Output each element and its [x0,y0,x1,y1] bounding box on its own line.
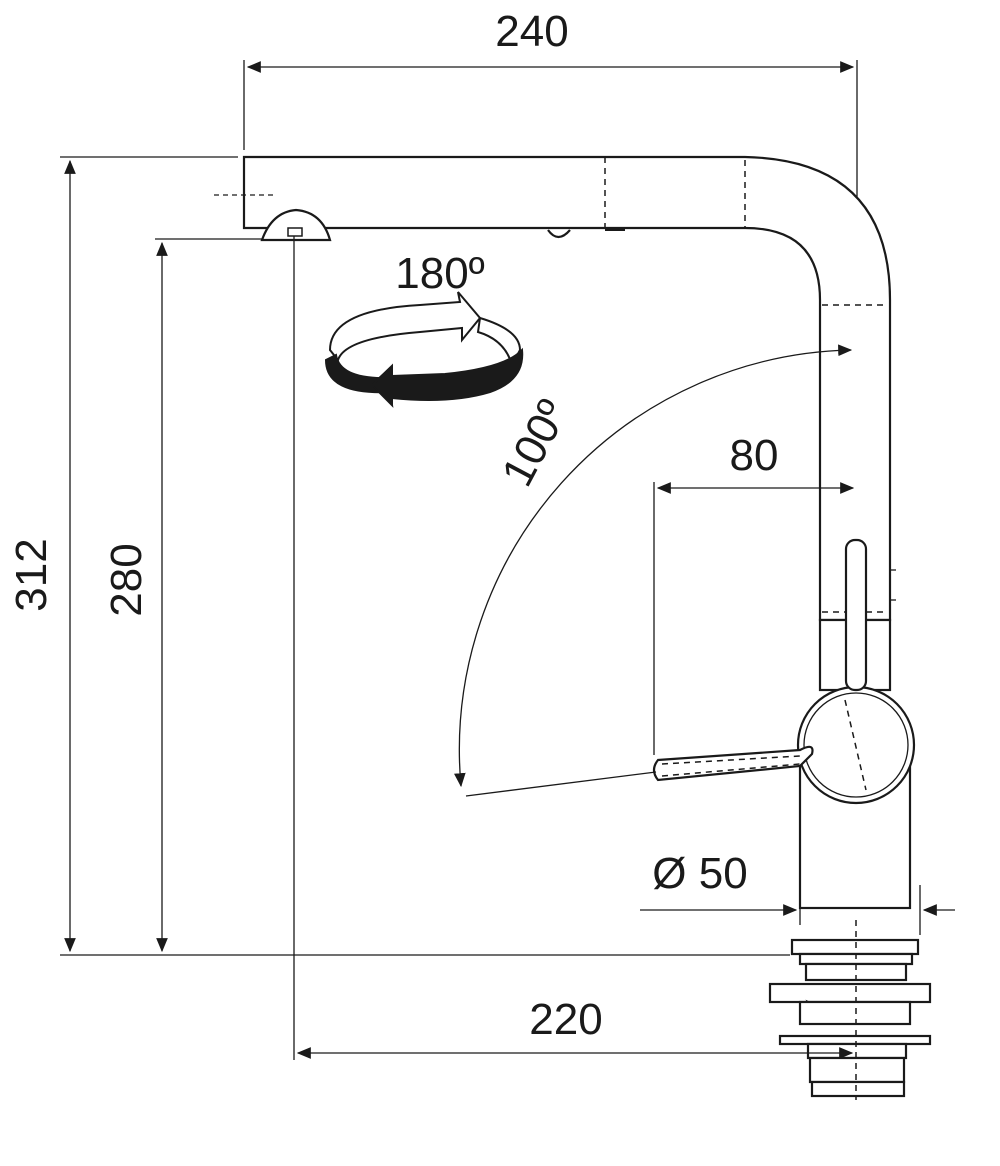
dimension-spout-height: 280 [102,238,262,953]
label-spout-reach: 220 [529,995,602,1044]
rotation-arrow-icon: 180º [324,249,524,408]
dimension-lever-angle: 100º [454,344,853,797]
label-rotation: 180º [395,249,484,298]
spout [214,155,896,622]
dimension-spout-reach: 220 [293,236,854,1060]
mounting-base [768,920,932,1100]
label-base-diameter: Ø 50 [652,849,747,898]
label-lever-offset: 80 [730,431,779,480]
label-overall-height: 312 [7,538,56,611]
dimension-overall-width: 240 [243,7,858,530]
dimension-base-diameter: Ø 50 [640,805,955,935]
label-overall-width: 240 [495,7,568,56]
label-spout-height: 280 [102,543,151,616]
dimension-overall-height: 312 [7,156,790,956]
